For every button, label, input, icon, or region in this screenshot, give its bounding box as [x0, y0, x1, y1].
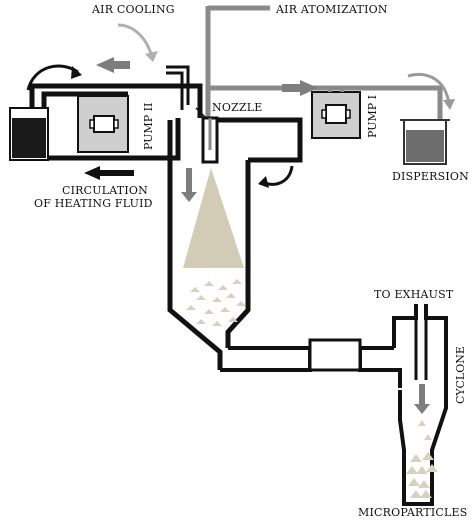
- drying-chamber: [167, 120, 251, 370]
- pump-i-label: PUMP I: [366, 95, 379, 138]
- air-cooling-inlet: [166, 65, 190, 110]
- circulation-arrow: [84, 166, 134, 180]
- reservoir-arrowhead: [71, 66, 82, 79]
- nozzle: [201, 116, 219, 164]
- dispersion-vessel: [400, 119, 450, 165]
- cyclone-down-arrow: [414, 384, 430, 414]
- collected-microparticles: [406, 420, 438, 498]
- dispersion-label: DISPERSION: [392, 170, 469, 183]
- cyclone: [392, 304, 448, 506]
- chamber-down-arrow: [181, 168, 197, 202]
- circulation-label-line1: CIRCULATION: [62, 184, 148, 197]
- cooling-flow-arrow: [96, 57, 130, 73]
- dispersion-arrowhead: [443, 99, 455, 110]
- microparticles-label: MICROPARTICLES: [358, 506, 468, 519]
- nozzle-label: NOZZLE: [212, 101, 263, 114]
- jacket-arrowhead: [258, 176, 269, 188]
- spray-cone: [183, 168, 244, 268]
- pump-i: [311, 88, 361, 139]
- duct-connector: [308, 338, 362, 372]
- to-exhaust-label: TO EXHAUST: [374, 288, 454, 301]
- heating-fluid-reservoir: [9, 107, 49, 161]
- feed-flow-arrow: [282, 80, 318, 96]
- air-atomization-label: AIR ATOMIZATION: [276, 3, 388, 16]
- chamber-particles: [186, 279, 246, 326]
- circulation-label-line2: OF HEATING FLUID: [34, 197, 153, 210]
- pump-ii: [77, 95, 129, 153]
- pump-ii-label: PUMP II: [142, 102, 155, 150]
- air-cooling-label: AIR COOLING: [92, 3, 175, 16]
- air-cooling-arrowhead: [145, 51, 158, 62]
- exhaust-tube: [414, 318, 428, 380]
- heating-fluid-circuit: [29, 83, 303, 163]
- cyclone-label: CYCLONE: [454, 346, 467, 404]
- nozzle-leader-line: [195, 107, 207, 119]
- dispersion-curved-arrow: [407, 73, 451, 105]
- air-cooling-curved-arrow: [117, 23, 154, 59]
